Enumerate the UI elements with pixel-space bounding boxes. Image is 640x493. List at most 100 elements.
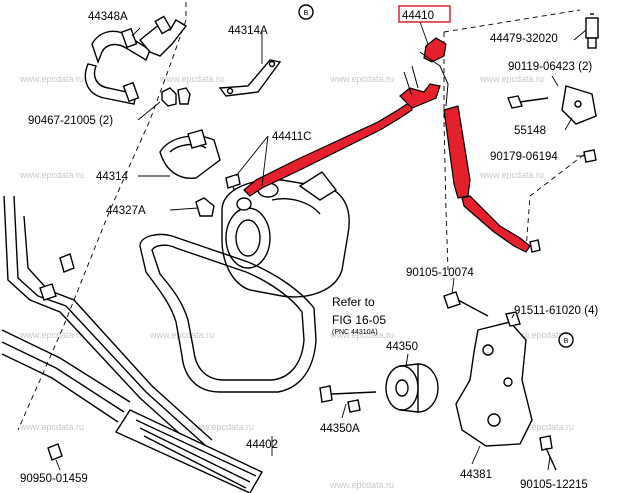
clip-90467-b — [177, 87, 191, 105]
cooler-clamp-a — [39, 283, 57, 301]
part-55148-bracket — [507, 85, 597, 163]
bracket-44314 — [159, 135, 221, 179]
cooler-tube-3 — [23, 215, 213, 441]
switch-body — [585, 17, 599, 39]
watermark-7: www.epcdata.ru — [479, 170, 544, 180]
pump-detail — [271, 198, 321, 215]
cooler-tube-2 — [13, 195, 207, 447]
leader-44327A — [169, 207, 199, 211]
watermark-15: www.epcdata.ru — [509, 422, 574, 432]
watermark-12: www.epcdata.ru — [19, 422, 84, 432]
circle-markers: B B — [298, 4, 574, 348]
label-90105-10074: 90105-10074 — [406, 267, 474, 279]
hose-44410-tube — [461, 195, 531, 253]
label-44327A: 44327A — [106, 205, 146, 217]
leader-44350 — [405, 353, 409, 367]
label-44348A: 44348A — [88, 11, 128, 23]
bolt-44350A-shank — [331, 391, 377, 395]
part-90105-10074-bolt — [443, 291, 489, 317]
hose-44348A-b — [84, 63, 137, 105]
bracket-44381 — [455, 321, 533, 447]
leader-90105b — [547, 455, 551, 471]
refer-note: Refer to FIG 16-05 (PNC 44310A) — [332, 295, 386, 336]
watermark-2: www.epcdata.ru — [159, 74, 224, 84]
cooler-fins — [135, 419, 257, 489]
label-44410-highlight-box — [398, 5, 451, 23]
leader-44479 — [573, 29, 587, 41]
hose-44410-banjo — [236, 197, 252, 211]
bracket-44314-tab — [187, 129, 207, 149]
hose-clamp-a — [120, 27, 138, 49]
label-44381: 44381 — [460, 469, 492, 481]
bracket-44381-hole-c — [503, 377, 513, 387]
pump-pulley-face — [225, 207, 271, 269]
bracket-44381-hole-b — [487, 413, 501, 427]
part-44350-pulley — [385, 363, 439, 413]
boundary-lines — [17, 2, 591, 431]
part-44327A-clip — [195, 197, 215, 217]
bracket-44381-hole-a — [482, 344, 494, 356]
label-90950: 90950-01459 — [20, 473, 88, 485]
part-44350A-bolt — [319, 385, 377, 413]
watermark-1: www.epcdata.ru — [19, 74, 84, 84]
leader-44350A — [341, 403, 347, 419]
part-44381-bracket — [455, 311, 557, 471]
label-91511: 91511-61020 (4) — [514, 305, 598, 317]
clip-90467-a — [161, 87, 177, 107]
leader-90467 — [137, 101, 161, 121]
label-44350: 44350 — [386, 341, 418, 353]
leader-44381 — [471, 445, 481, 465]
watermark-11: www.epcdata.ru — [509, 330, 574, 340]
hose-clamp-b — [122, 81, 140, 103]
nut-90179 — [583, 149, 597, 163]
part-90467-clips — [161, 87, 191, 107]
label-44314A: 44314A — [228, 25, 268, 37]
leader-91511 — [511, 313, 515, 319]
bolt-90105b-shank — [545, 447, 557, 471]
belt-outer — [139, 233, 317, 393]
leader-44348A — [131, 27, 141, 37]
label-90119: 90119-06423 (2) — [508, 61, 592, 73]
cooler-tube-1 — [3, 195, 201, 453]
marker-b-right — [558, 332, 574, 348]
watermark-13: www.epcdata.ru — [189, 422, 254, 432]
label-44411C: 44411C — [272, 131, 311, 143]
part-44402-cooler — [1, 195, 263, 493]
label-44350A: 44350A — [320, 423, 360, 435]
boundary-top-right — [443, 9, 581, 33]
clip-90950 — [47, 443, 63, 461]
part-44410-pressure-hose — [236, 37, 541, 253]
hose-44410-lines — [403, 51, 449, 107]
bolt-90105a-head — [443, 291, 461, 309]
hose-clamp-c — [154, 15, 172, 35]
boundary-left — [17, 2, 187, 431]
watermark-14: www.epcdata.ru — [329, 480, 394, 490]
cooler-tube-6 — [1, 353, 119, 423]
leader-90105a — [451, 277, 455, 295]
refer-line-2: FIG 16-05 — [332, 313, 386, 327]
boundary-right-lower — [525, 149, 591, 251]
leader-55148 — [564, 117, 573, 131]
leader-lines — [55, 21, 587, 471]
bolt-91511 — [505, 311, 521, 327]
watermark-9: www.epcdata.ru — [149, 330, 214, 340]
hose-44410-lower — [443, 105, 471, 199]
hose-44410-end-fitting — [529, 239, 541, 253]
cooler-clamp-b — [59, 253, 75, 273]
label-44402: 44402 — [246, 439, 278, 451]
leader-44410 — [419, 21, 429, 45]
leader-90119 — [551, 75, 559, 87]
marker-b-top — [298, 4, 314, 20]
label-44314: 44314 — [96, 171, 129, 183]
part-labels: 44348A 44314A 44410 44479-32020 90119-06… — [20, 5, 598, 491]
leader-44411C — [235, 135, 269, 187]
bolt-90119 — [507, 95, 523, 109]
bracket-44314A-hole-a — [226, 87, 234, 95]
part-44314A-bracket — [218, 59, 282, 97]
watermark-10: www.epcdata.ru — [329, 330, 394, 340]
bracket-44314-detail — [169, 143, 207, 153]
marker-b-top-label: B — [304, 10, 309, 17]
bolt-44350A-head — [319, 385, 333, 403]
bolt-90105b-head — [539, 435, 553, 451]
